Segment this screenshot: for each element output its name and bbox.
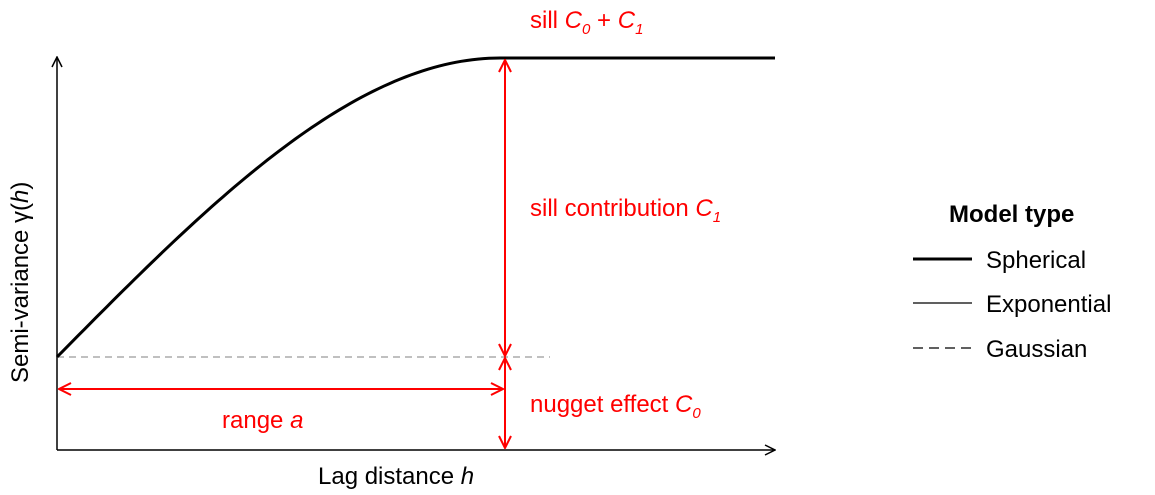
legend-label-spherical: Spherical [986, 247, 1086, 274]
legend-title: Model type [949, 201, 1074, 228]
sill-contribution-label: sill contribution C1 [530, 195, 721, 226]
sill-label: sill C0 + C1 [530, 7, 643, 38]
x-axis-label: Lag distance h [318, 463, 474, 490]
nugget-effect-label: nugget effect C0 [530, 391, 701, 422]
y-axis-label: Semi-variance γ(h) [7, 182, 34, 383]
legend: Model type Spherical Exponential Gaussia… [913, 201, 1111, 363]
legend-label-gaussian: Gaussian [986, 336, 1087, 363]
legend-label-exponential: Exponential [986, 291, 1111, 318]
spherical-curve [55, 56, 775, 359]
range-label: range a [222, 407, 303, 434]
